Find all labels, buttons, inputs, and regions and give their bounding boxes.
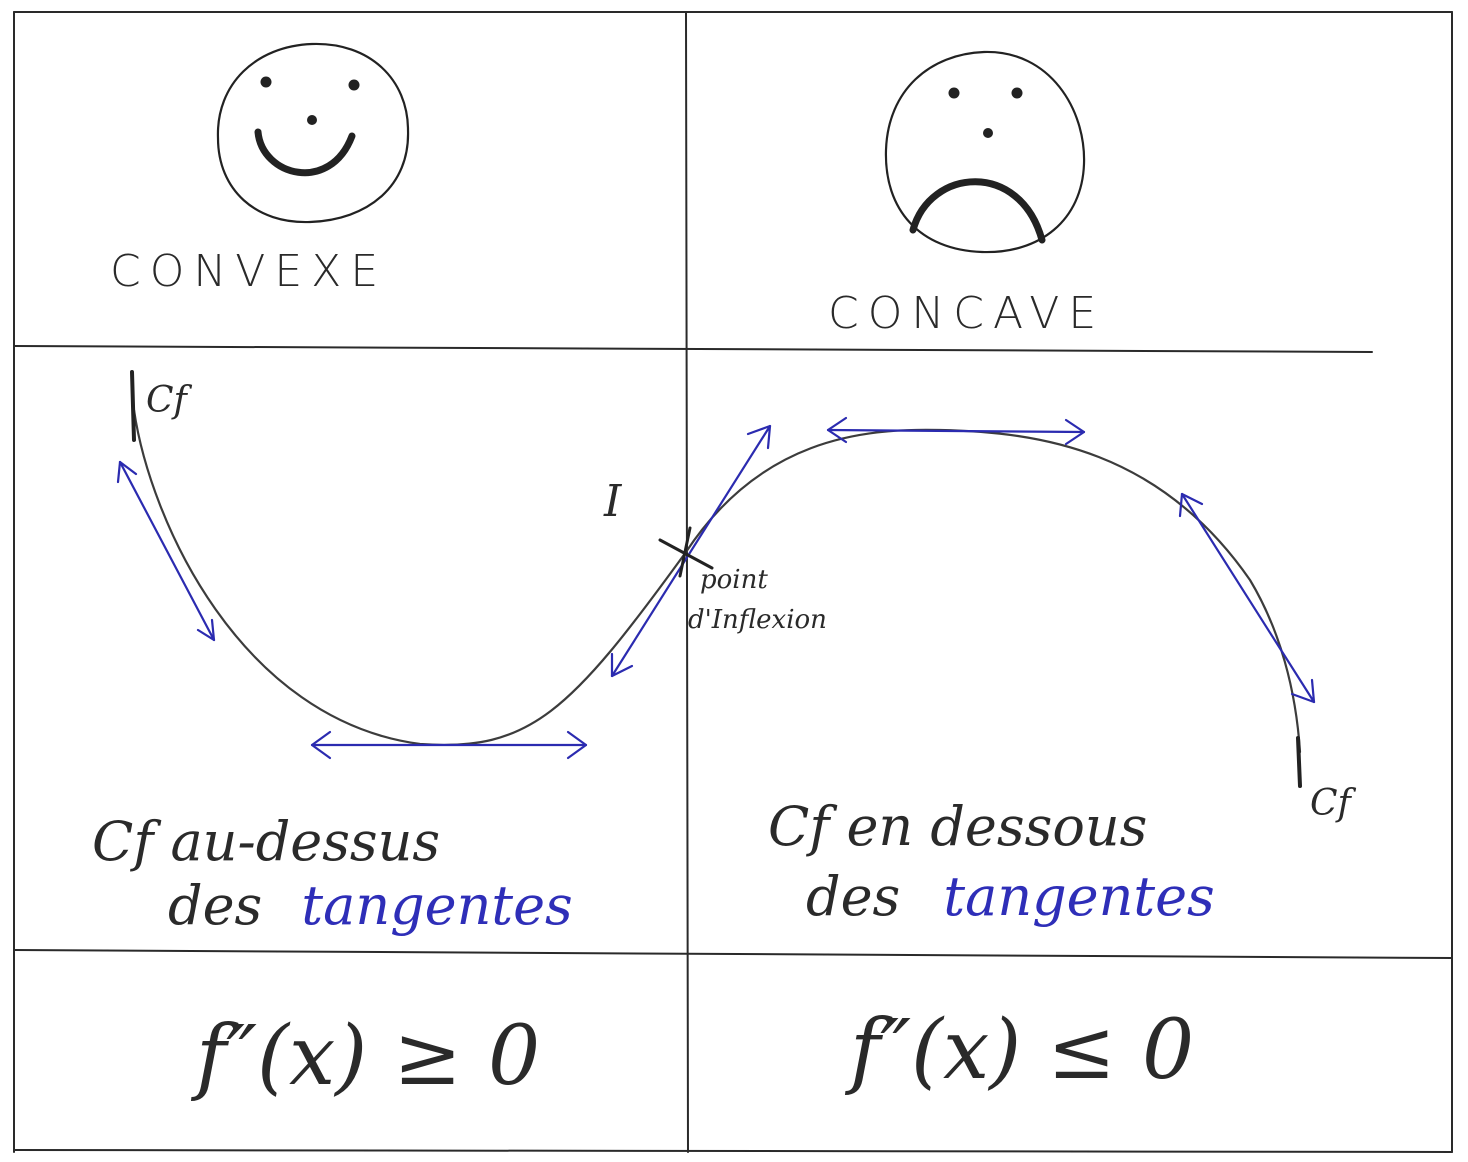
smiley-mouth bbox=[254, 128, 356, 177]
tangent-convex-left bbox=[116, 460, 216, 642]
concave-formula: f″(x) ≤ 0 bbox=[844, 1003, 1194, 1098]
happy-face-icon bbox=[216, 42, 410, 224]
convex-caption-line2: des tangentes bbox=[168, 874, 573, 937]
convex-curve-segment bbox=[132, 408, 688, 746]
tangent-concave-right bbox=[1178, 492, 1316, 704]
grid-row-divider-2 bbox=[13, 949, 1453, 959]
tangent-inflection bbox=[610, 424, 772, 678]
concave-title: CONCAVE bbox=[828, 288, 1105, 339]
sad-mouth bbox=[909, 178, 1046, 244]
function-curve bbox=[130, 370, 1302, 788]
concave-caption-tangentes: tangentes bbox=[943, 865, 1214, 928]
smiley-right-eye bbox=[348, 79, 360, 91]
concave-caption-des: des bbox=[806, 865, 900, 928]
inflection-point-marker bbox=[658, 526, 714, 578]
convex-caption-des: des bbox=[168, 874, 262, 937]
inflection-note-line1: point bbox=[700, 565, 768, 595]
concave-caption-line2: des tangentes bbox=[806, 865, 1215, 928]
curve-end-tick bbox=[1296, 736, 1302, 788]
inflection-label: I bbox=[603, 476, 623, 527]
table-grid bbox=[13, 11, 1453, 1153]
tangent-convex-bottom bbox=[310, 730, 588, 760]
grid-row-divider-1 bbox=[13, 345, 1373, 353]
convex-title: CONVEXE bbox=[110, 246, 387, 297]
tangent-concave-top bbox=[826, 416, 1086, 446]
grid-center-divider bbox=[685, 11, 689, 1153]
sad-face-icon bbox=[884, 50, 1086, 254]
sad-right-eye bbox=[1011, 87, 1023, 99]
convex-curve-label: Cf bbox=[146, 380, 193, 421]
sad-left-eye bbox=[948, 87, 960, 99]
convex-caption-tangentes: tangentes bbox=[301, 874, 572, 937]
curve-start-tick bbox=[130, 370, 136, 442]
concave-curve-label: Cf bbox=[1310, 783, 1357, 824]
sad-nose bbox=[983, 128, 993, 138]
convex-caption-line1: Cf au-dessus bbox=[92, 810, 440, 873]
smiley-left-eye bbox=[260, 76, 272, 88]
concave-curve-segment bbox=[684, 428, 1302, 754]
inflection-note-line2: d'Inflexion bbox=[688, 605, 827, 635]
smiley-nose bbox=[307, 115, 317, 125]
tangent-lines bbox=[116, 416, 1316, 760]
convex-formula: f″(x) ≥ 0 bbox=[190, 1009, 540, 1104]
grid-bottom-border bbox=[13, 1149, 1453, 1153]
concave-caption-line1: Cf en dessous bbox=[768, 795, 1147, 858]
